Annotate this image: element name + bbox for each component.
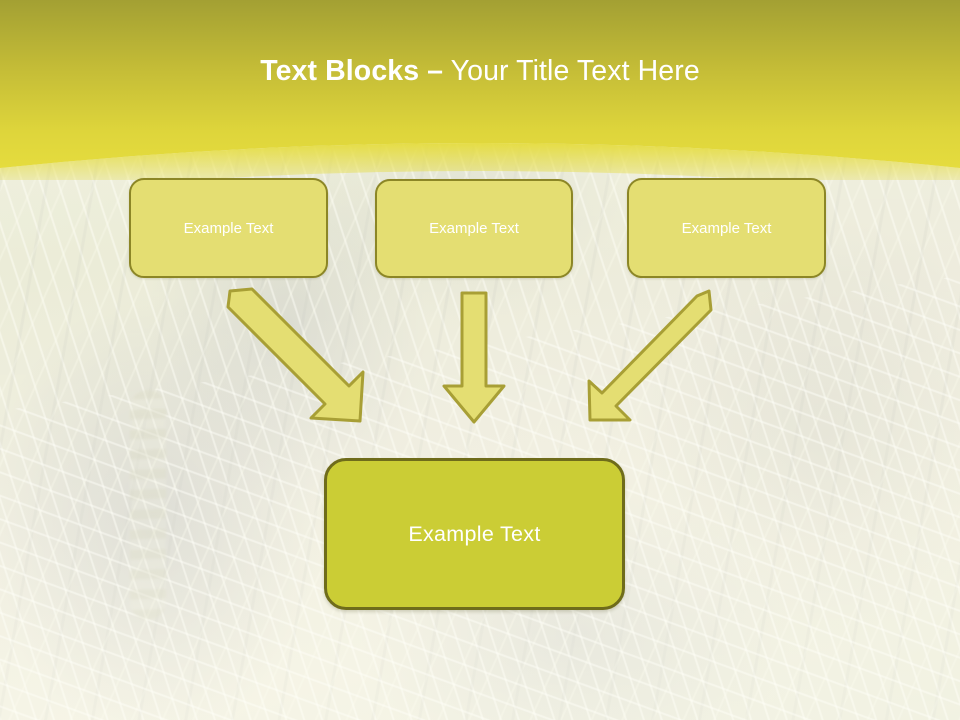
arrow-right[interactable] [585,286,720,426]
top-box-2-label: Example Text [429,220,519,237]
top-box-3[interactable]: Example Text [627,178,826,278]
bottom-box-label: Example Text [408,521,541,546]
arrow-left[interactable] [220,286,365,426]
arrow-center[interactable] [452,290,496,424]
top-box-3-label: Example Text [681,219,772,237]
background-barley-ear [130,390,166,620]
top-box-1[interactable]: Example Text [129,178,328,278]
top-box-1-label: Example Text [183,219,274,237]
bottom-box[interactable]: Example Text [324,458,625,610]
top-box-2[interactable]: Example Text [375,179,573,278]
